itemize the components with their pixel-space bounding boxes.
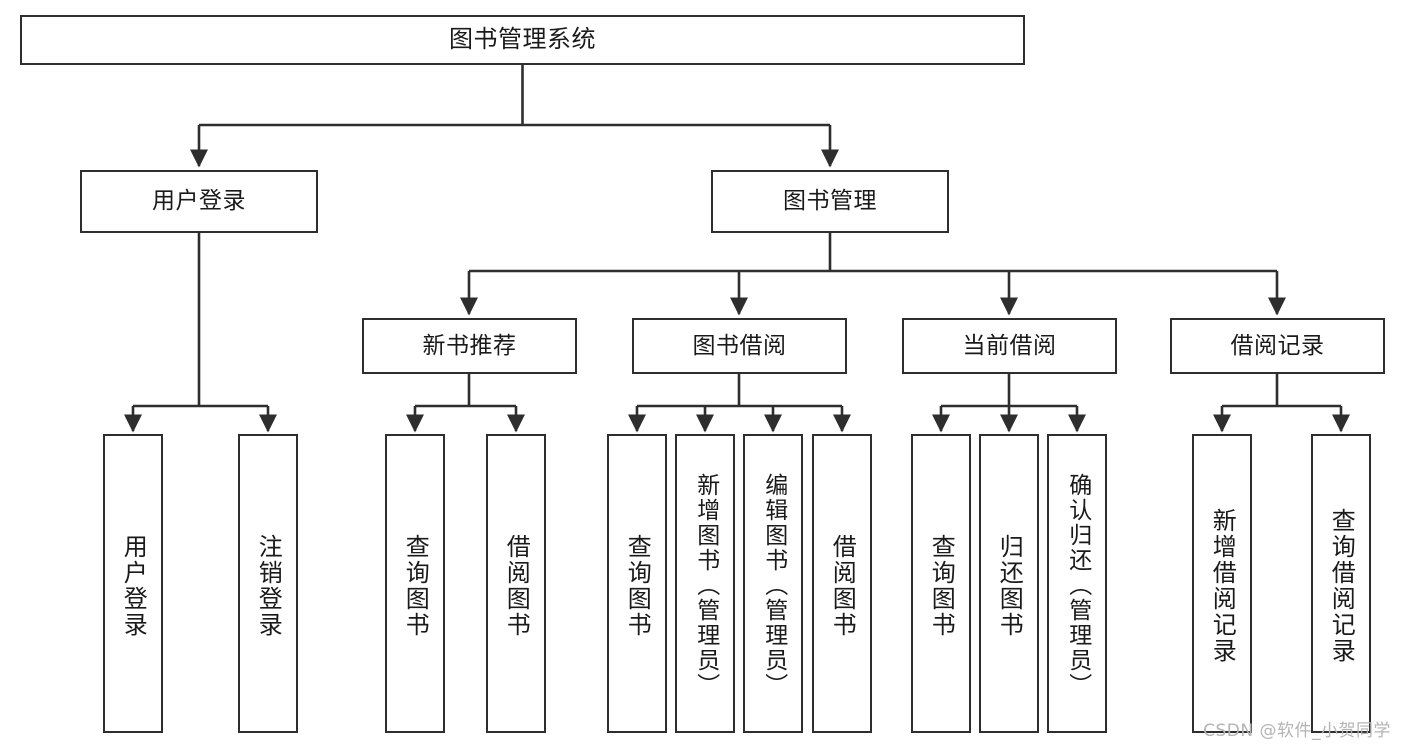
node-label: 用户登录 (152, 188, 246, 215)
node-label: 编辑图书（管理员） (760, 473, 787, 698)
node-label: 借阅图书 (828, 533, 857, 638)
node-label: 新增借阅记录 (1208, 507, 1237, 664)
node-label: 查询借阅记录 (1327, 507, 1356, 664)
csdn-watermark: CSDN @软件_小贺同学 (1203, 721, 1391, 741)
node-label: 查询图书 (401, 533, 430, 638)
node-leaf-add-book-admin[interactable]: 新增图书（管理员） (675, 434, 735, 733)
node-leaf-edit-book-admin[interactable]: 编辑图书（管理员） (743, 434, 803, 733)
node-label: 查询图书 (927, 533, 956, 638)
node-label: 当前借阅 (962, 332, 1057, 359)
node-borrow-records[interactable]: 借阅记录 (1170, 318, 1385, 374)
node-label: 图书管理 (783, 188, 877, 215)
node-label: 借阅图书 (502, 533, 531, 638)
node-book-management[interactable]: 图书管理 (711, 170, 949, 233)
node-leaf-confirm-return-admin[interactable]: 确认归还（管理员） (1047, 434, 1107, 733)
node-new-book-recommendation[interactable]: 新书推荐 (362, 318, 577, 374)
node-label: 注销登录 (254, 533, 283, 638)
node-leaf-query-books-current[interactable]: 查询图书 (911, 434, 971, 733)
node-root-book-management-system[interactable]: 图书管理系统 (20, 15, 1025, 65)
node-leaf-borrow-books-newbook[interactable]: 借阅图书 (486, 434, 546, 733)
node-label: 归还图书 (995, 533, 1024, 638)
node-book-borrowing[interactable]: 图书借阅 (632, 318, 847, 374)
node-leaf-add-borrow-record[interactable]: 新增借阅记录 (1192, 434, 1252, 733)
node-label: 新书推荐 (422, 332, 517, 359)
node-label: 借阅记录 (1230, 332, 1325, 359)
node-leaf-user-login[interactable]: 用户登录 (103, 434, 163, 733)
node-label: 确认归还（管理员） (1064, 473, 1091, 698)
node-label: 用户登录 (119, 533, 148, 638)
node-leaf-query-borrow-record[interactable]: 查询借阅记录 (1311, 434, 1371, 733)
node-leaf-return-books[interactable]: 归还图书 (979, 434, 1039, 733)
node-leaf-logout[interactable]: 注销登录 (238, 434, 298, 733)
node-current-borrowing[interactable]: 当前借阅 (902, 318, 1117, 374)
node-label: 图书借阅 (692, 332, 787, 359)
node-leaf-query-books-newbook[interactable]: 查询图书 (385, 434, 445, 733)
node-label: 新增图书（管理员） (692, 473, 719, 698)
node-user-login[interactable]: 用户登录 (80, 170, 318, 233)
node-leaf-query-books-borrow[interactable]: 查询图书 (607, 434, 667, 733)
node-label: 查询图书 (623, 533, 652, 638)
node-label: 图书管理系统 (449, 25, 596, 54)
node-leaf-borrow-books[interactable]: 借阅图书 (812, 434, 872, 733)
